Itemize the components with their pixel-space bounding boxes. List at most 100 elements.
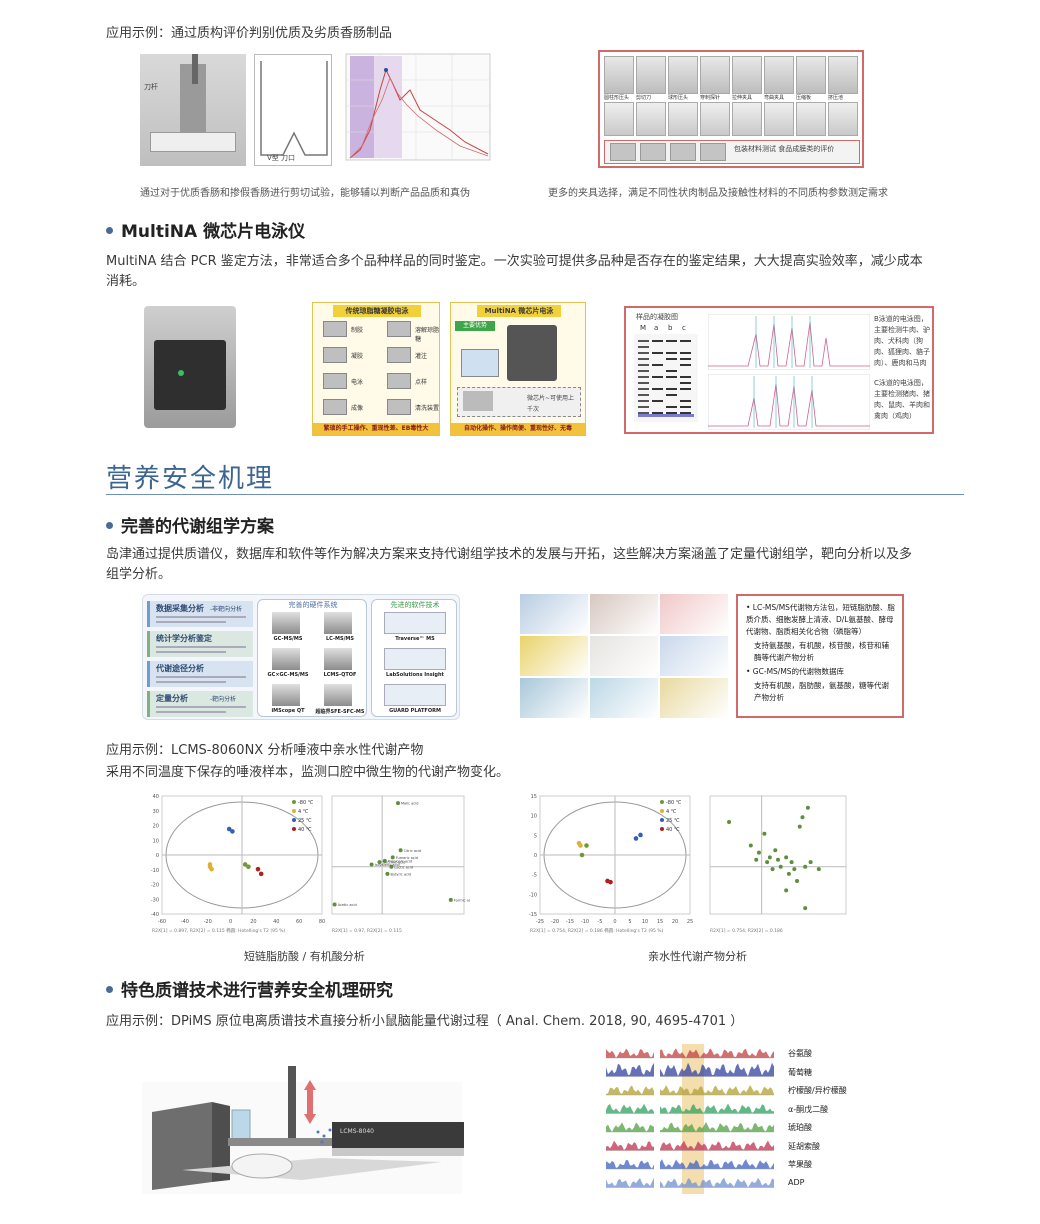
y-tick-label: 0: [534, 853, 537, 859]
gel-band: [666, 352, 677, 354]
workflow-step-sub: -非靶向分析: [210, 606, 243, 613]
loading-point: [789, 860, 794, 865]
workflow-step-line: [156, 651, 226, 653]
fixtures-grid: 包装材料测试 食品成膜类的评价 圆柱形压头剪切刀球形压头穿刺探针拉伸夹具弯曲夹具…: [598, 50, 864, 168]
plot-footer: R2X[1] = 0.897, R2X[2] = 0.115 椭圆: Hotel…: [152, 927, 286, 934]
multina-panel: MultiNA 微芯片电泳 主要优势 微芯片~可使用上千次 自动化操作、操作简便…: [450, 302, 586, 436]
knife-label: 刀杆: [144, 83, 158, 91]
legend-dot: [292, 800, 296, 804]
dpims-example: 应用示例：DPiMS 原位电离质谱技术直接分析小鼠脑能量代谢过程（ Anal. …: [106, 1014, 744, 1029]
loading-point: [773, 848, 778, 853]
workflow-step: 代谢途径分析: [147, 661, 253, 687]
gel-band: [638, 382, 649, 384]
fixture-tile: [636, 56, 666, 94]
loading-point: [398, 848, 403, 853]
y-tick-label: -10: [529, 892, 537, 898]
gel-band: [652, 412, 663, 414]
loading-label: Malic acid: [401, 802, 418, 806]
gel-image: [634, 334, 698, 422]
loading-point: [792, 867, 797, 872]
gel-band: [638, 358, 649, 360]
loading-point: [800, 815, 805, 820]
loading-point: [778, 864, 783, 869]
score-point: [258, 871, 264, 877]
chip-note: 微芯片~可使用上千次: [527, 395, 575, 413]
fixture-tile: [636, 102, 666, 136]
step-image: [387, 373, 411, 389]
loading-point: [765, 860, 770, 865]
score-point: [255, 866, 261, 872]
workflow-step-line: [156, 711, 226, 713]
fixture-tile: [670, 143, 696, 161]
score-point: [608, 879, 613, 885]
loading-point: [767, 855, 772, 860]
gel-band: [638, 376, 649, 378]
x-tick-label: -25: [536, 919, 544, 925]
workflow-step-label: 定量分析: [156, 694, 188, 703]
collage-photo: [590, 678, 658, 718]
y-tick-label: -15: [529, 912, 537, 918]
y-tick-label: -10: [151, 868, 159, 874]
fixture-tile: [700, 56, 730, 94]
trace-label: 谷氨酸: [788, 1049, 812, 1058]
pca-loading-plot-2: R2X[1] = 0.754, R2X[2] = 0.186: [700, 788, 852, 938]
fixture-tile: [640, 143, 666, 161]
loading-point: [816, 867, 821, 872]
x-tick-label: -5: [598, 919, 603, 925]
y-tick-label: 20: [153, 824, 159, 830]
gel-band: [666, 394, 677, 396]
saliva-example-label: 应用示例：LCMS-8060NX 分析唾液中亲水性代谢产物: [106, 743, 424, 758]
instrument-label: LCMS-8040: [340, 1128, 374, 1135]
legend-label: 40 ℃: [666, 827, 680, 833]
panel1-title: 传统琼脂糖凝胶电泳: [333, 305, 421, 317]
gel-band: [638, 388, 649, 390]
legend-dot: [292, 809, 296, 813]
hardware-image: [272, 648, 300, 670]
panel1-footer: 繁琐的手工操作、重现性差、EB毒性大: [313, 423, 439, 435]
hardware-label: LCMS-QTOF: [323, 672, 357, 678]
plot-frame: [331, 795, 465, 915]
multina-heading: MultiNA 微芯片电泳仪: [106, 217, 305, 242]
loading-point: [756, 850, 761, 855]
gel-band: [638, 346, 649, 348]
trace-label: 延胡索酸: [788, 1141, 820, 1151]
score-point: [579, 852, 585, 858]
example-label-texture: 应用示例：通过质构评价判别优质及劣质香肠制品: [106, 26, 393, 41]
metabolite-trace: [660, 1177, 774, 1188]
metabolite-trace: [606, 1085, 654, 1095]
gel-band: [666, 358, 677, 360]
workflow-step-line: [156, 621, 226, 623]
multina-instrument-photo: [140, 300, 242, 434]
dpims-instrument-illustration: LCMS-8040: [142, 1062, 464, 1196]
loading-label: Citric acid: [404, 849, 422, 853]
x-tick-label: 80: [319, 919, 325, 925]
gel-band: [652, 340, 663, 342]
workflow-step-line: [156, 646, 246, 648]
loading-point: [808, 860, 813, 865]
gel-band: [666, 376, 677, 378]
fixture-label: 挤压池: [828, 95, 844, 101]
loading-label: Lactic acid: [394, 865, 413, 869]
x-tick-label: 0: [229, 919, 232, 925]
caption-texture-right: 更多的夹具选择，满足不同性状肉制品及接触性材料的不同质构参数测定需求: [548, 188, 888, 199]
caption-hydrophilic: 亲水性代谢产物分析: [648, 950, 747, 963]
software-label: GUARD PLATFORM: [389, 708, 441, 714]
x-tick-label: -60: [158, 919, 166, 925]
x-tick-label: 10: [642, 919, 648, 925]
gel-band: [680, 358, 691, 360]
v-cut-label: V型 刀口: [267, 154, 296, 162]
fixture-label: 剪切刀: [636, 95, 652, 101]
step-label: 点样: [415, 379, 428, 386]
caption-scfa: 短链脂肪酸 / 有机酸分析: [244, 950, 365, 963]
metabolite-trace: [606, 1122, 654, 1132]
gel-band: [680, 376, 691, 378]
trace-label: ADP: [788, 1177, 805, 1187]
metabolite-trace: [606, 1103, 654, 1114]
fixture-tile: [764, 56, 794, 94]
hardware-label: GC×GC-MS/MS: [267, 672, 309, 678]
gel-band: [652, 376, 663, 378]
metabolite-trace-chart: [604, 1040, 784, 1198]
gel-band: [680, 388, 691, 390]
legend-label: -80 ℃: [298, 800, 314, 806]
